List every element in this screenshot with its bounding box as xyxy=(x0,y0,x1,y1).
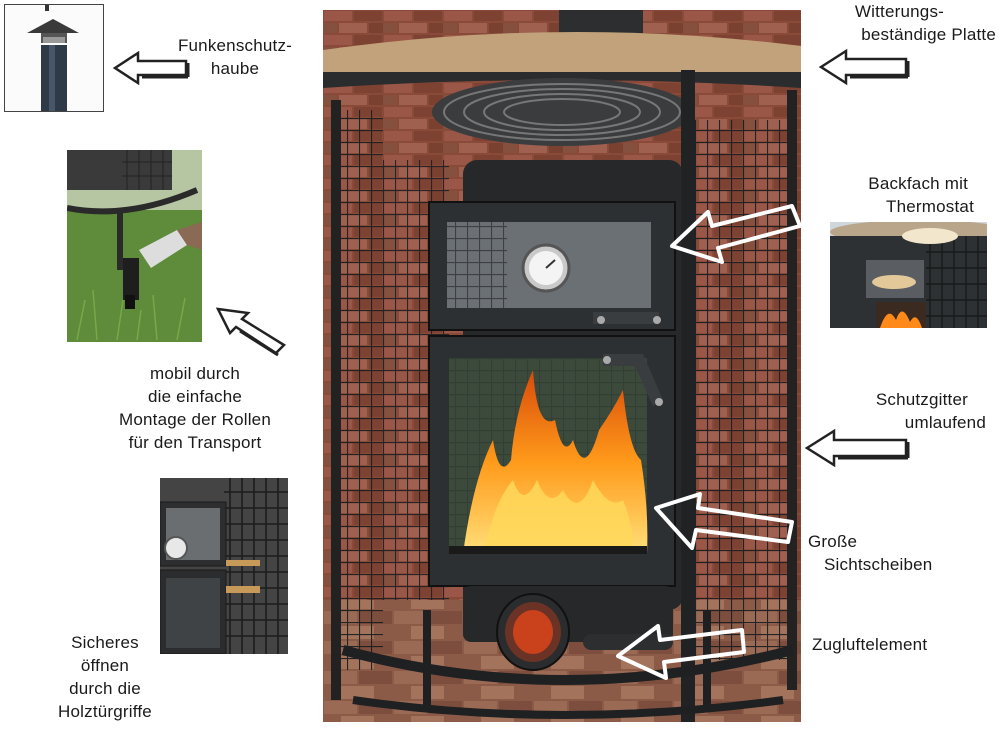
outline-arrow-icon xyxy=(215,307,286,357)
photo-backfach-pizza xyxy=(830,222,987,328)
label-grosse-sichtscheiben: Große Sichtscheiben xyxy=(808,532,933,574)
label-sicheres-oeffnen: Sicheres öffnen durch die Holztürgriffe xyxy=(58,633,152,721)
outline-arrow-icon xyxy=(654,492,794,550)
label-backfach-thermostat: Backfach mit Thermostat xyxy=(868,174,974,216)
outline-arrow-icon xyxy=(616,624,746,680)
label-zugluftelement: Zugluftelement xyxy=(812,635,928,654)
photo-rollen-montage xyxy=(67,150,202,342)
label-mobil-rollen: mobil durch die einfache Montage der Rol… xyxy=(119,364,271,452)
label-schutzgitter: Schutzgitter umlaufend xyxy=(875,390,986,432)
outline-arrow-icon xyxy=(804,428,910,468)
photo-funkenschutzhaube xyxy=(4,4,104,112)
outline-arrow-icon xyxy=(112,50,190,86)
thermometer-icon xyxy=(521,243,571,293)
outline-arrow-icon xyxy=(670,204,802,264)
photo-feuerstelle-ofen xyxy=(323,10,801,722)
label-witterungsbestaendige-platte: Witterungs- beständige Platte xyxy=(854,2,996,44)
label-funkenschutzhaube: Funkenschutz- haube xyxy=(177,36,293,78)
outline-arrow-icon xyxy=(818,48,910,86)
photo-holztuergriffe xyxy=(160,478,288,654)
